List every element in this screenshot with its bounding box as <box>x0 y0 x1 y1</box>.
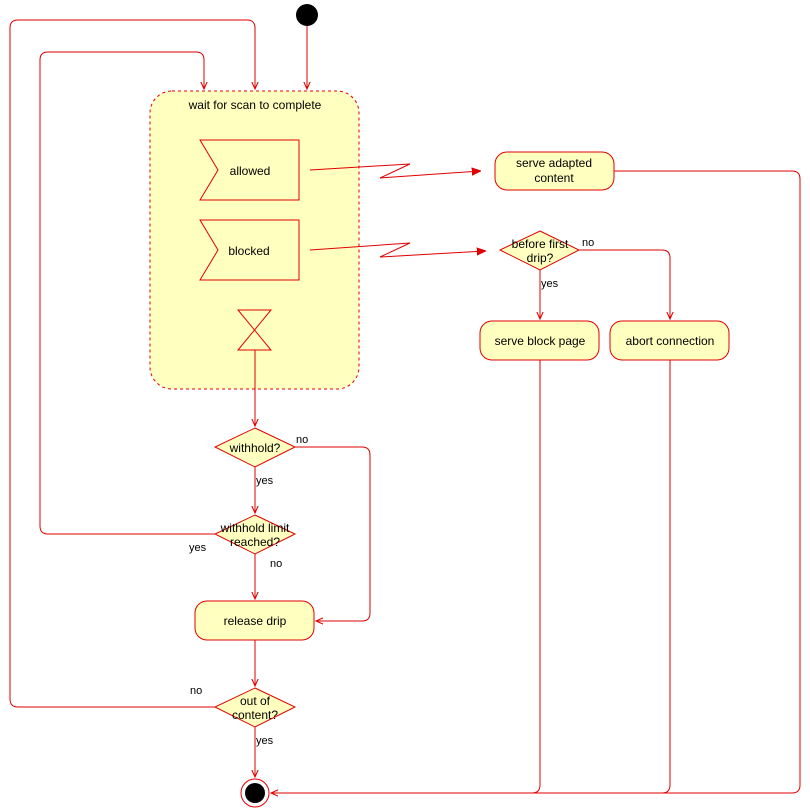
edge-limit-yes-loop <box>39 51 215 535</box>
initial-node-icon <box>296 4 318 26</box>
withhold-limit-label-1: withhold limit <box>220 521 290 535</box>
signal-allowed-label: allowed <box>230 164 271 178</box>
serve-adapted-label-1: serve adapted <box>516 156 592 170</box>
label-withhold-no: no <box>296 434 308 446</box>
out-of-content-label-1: out of <box>240 694 271 708</box>
label-limit-no: no <box>270 558 282 570</box>
out-of-content-label-2: content? <box>232 708 278 722</box>
region-title: wait for scan to complete <box>188 98 322 112</box>
serve-block-page-label: serve block page <box>495 334 586 348</box>
label-first-drip-no: no <box>582 237 594 249</box>
label-first-drip-yes: yes <box>541 278 559 290</box>
abort-connection-label: abort connection <box>626 334 715 348</box>
label-out-yes: yes <box>256 735 274 747</box>
withhold-label: withhold? <box>229 441 281 455</box>
edge-out-no-loop <box>9 19 255 708</box>
label-withhold-yes: yes <box>256 475 274 487</box>
withhold-limit-label-2: reached? <box>230 535 280 549</box>
edge-first-drip-no <box>579 249 670 319</box>
edge-allowed-interrupt <box>309 163 480 179</box>
signal-blocked <box>199 219 300 281</box>
label-out-no: no <box>190 685 202 697</box>
hourglass-timer-icon <box>236 309 273 351</box>
edge-abort-to-final <box>661 360 671 794</box>
label-limit-yes: yes <box>189 542 207 554</box>
edge-withhold-no <box>295 446 371 621</box>
serve-adapted-label-2: content <box>534 171 574 185</box>
release-drip-label: release drip <box>224 614 287 628</box>
edge-blocked-interrupt <box>309 242 485 258</box>
edge-block-page-to-final <box>531 360 541 794</box>
before-first-drip-label-2: drip? <box>527 251 554 265</box>
signal-blocked-label: blocked <box>228 244 269 258</box>
final-node-icon <box>245 783 265 803</box>
signal-allowed <box>199 139 300 201</box>
before-first-drip-label-1: before first <box>512 237 569 251</box>
edge-adapted-to-final <box>271 170 801 793</box>
